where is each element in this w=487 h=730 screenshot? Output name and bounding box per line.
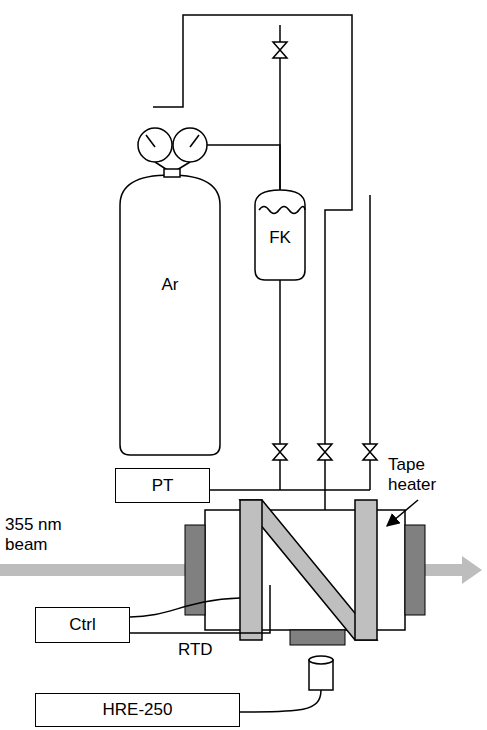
regulator [164, 169, 180, 177]
node-text: PT [152, 476, 174, 496]
laser-beam-arrow [425, 556, 482, 584]
tape-heater [240, 500, 377, 640]
sensor-cable [240, 690, 321, 712]
liquid-surface [259, 207, 305, 214]
node-text: Ctrl [69, 615, 95, 635]
power-meter-box: HRE-250 [35, 693, 240, 727]
cell-window [405, 525, 425, 615]
vessel-outline [255, 190, 305, 280]
valve-symbol [318, 444, 332, 460]
sensor-port [290, 630, 345, 645]
cylinder-outline [120, 175, 220, 455]
node-text: Ar [120, 275, 220, 295]
gauge-line [210, 489, 370, 491]
laser-beam [0, 564, 185, 576]
power-sensor [309, 656, 333, 664]
valve-symbol [273, 444, 287, 460]
regulator-outlet [207, 144, 220, 146]
node-text: HRE-250 [103, 700, 173, 720]
leader-arrow [387, 500, 418, 526]
beam-label: 355 nm beam [5, 515, 69, 555]
tape-heater [355, 500, 377, 640]
heater-wire [130, 598, 240, 617]
valve-symbol [273, 42, 287, 58]
tape-heater [240, 500, 262, 640]
controller-box: Ctrl [35, 607, 130, 643]
heater-label: Tape heater [388, 455, 468, 495]
node-text: FK [255, 228, 305, 248]
gas-cylinder: Ar [120, 125, 220, 455]
valve-symbol [363, 444, 377, 460]
gauge-needle [190, 135, 199, 147]
liquid-vessel: FK [255, 190, 305, 280]
pressure-gauge [138, 128, 172, 162]
gauge-needle [146, 135, 155, 147]
pressure-transducer: PT [115, 468, 210, 503]
pressure-gauge [173, 128, 207, 162]
gas-line-connector [220, 145, 280, 190]
cell-window [185, 525, 205, 615]
rtd-wire [130, 585, 270, 633]
sensor-label: RTD [178, 640, 213, 660]
